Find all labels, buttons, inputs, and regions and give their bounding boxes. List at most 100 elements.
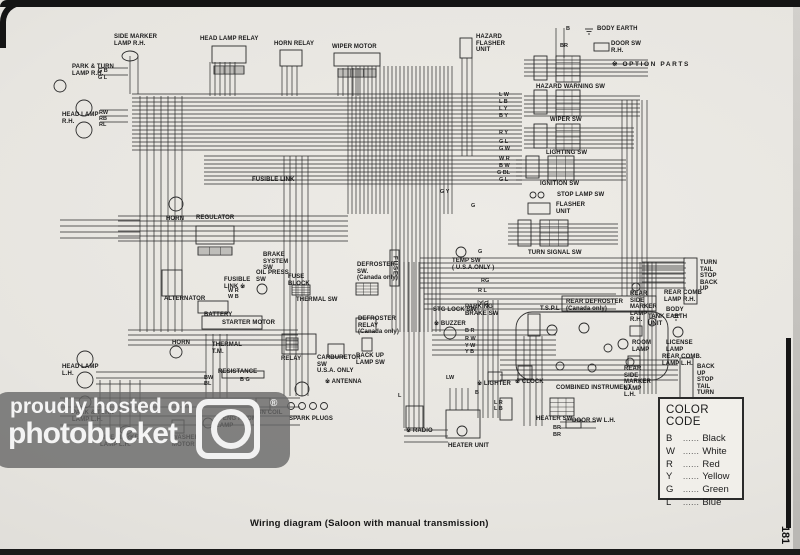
camera-lens-icon (211, 409, 251, 449)
component-label: BATTERY (204, 312, 233, 318)
component-label: HEATER UNIT (448, 443, 489, 449)
component-label: RELAY (281, 356, 302, 362)
wire-color-label: G (471, 203, 476, 209)
wire-color-label: L (398, 393, 402, 399)
scan-right-border (786, 338, 791, 528)
photobucket-watermark: proudly hosted on photobucket ® (0, 392, 290, 468)
component-label: HEAD LAMP L.H. (62, 364, 99, 377)
wire-color-label: L W (499, 92, 509, 98)
component-label: HEAD LAMP R.H. (62, 112, 99, 125)
component-label: HORN (172, 340, 191, 346)
component-label: DEFROSTER SW. (Canada only) (357, 262, 398, 281)
component-label: BACK UP STOP TAIL TURN (697, 364, 715, 396)
component-label: RESISTANCE (218, 369, 258, 375)
component-label: ※ RADIO (406, 428, 433, 434)
wire-color-label: LW (446, 375, 455, 381)
component-label: T.S.P.L (540, 306, 560, 312)
wire-color-label: B (566, 26, 570, 32)
watermark-text-line1: proudly hosted on (10, 395, 194, 418)
wire-color-label: L R (494, 400, 503, 406)
wire-color-label: R Y (499, 130, 509, 136)
registered-trademark-icon: ® (270, 398, 278, 409)
component-label: FUSE BLOCK (288, 274, 310, 287)
wire-color-label: G B (98, 68, 108, 74)
component-label: PARKING BRAKE SW (465, 304, 499, 317)
scan-bottom-border (0, 549, 800, 555)
color-code-row: R ...... Red (666, 458, 720, 470)
component-label: STG LOCK SW (433, 307, 477, 313)
component-label: CARBURETOR SW U.S.A. ONLY (317, 355, 361, 374)
wire-color-label: W R (228, 288, 239, 294)
component-label: TURN SIGNAL SW (528, 250, 582, 256)
wire-color-label: BL (204, 381, 212, 387)
wire-color-label: G L (499, 139, 509, 145)
wire-color-label: BR (560, 43, 568, 49)
component-label: LICENSE LAMP (666, 340, 693, 353)
wire-color-label: R W (465, 336, 476, 342)
component-label: DOOR SW L.H. (572, 418, 616, 424)
page-number: 181 (779, 525, 792, 545)
wire-color-label: L Y (499, 106, 508, 112)
color-code-row: Y ...... Yellow (666, 471, 730, 483)
wire-color-label: R L (478, 288, 487, 294)
component-label: ※ CLOCK (515, 379, 544, 385)
component-label: HAZARD FLASHER UNIT (476, 34, 506, 53)
wire-color-label: L B (499, 99, 508, 105)
component-label: BODY EARTH (666, 307, 688, 320)
component-label: ROOM LAMP (632, 340, 652, 353)
component-label: TEMP SW ( U.S.A.ONLY ) (452, 258, 495, 271)
component-label: STARTER MOTOR (222, 320, 276, 326)
wire-color-label: BW (204, 375, 214, 381)
wire-color-label: B W (499, 163, 510, 169)
component-label: REAR SIDE MARKER LAMP L.H. (624, 366, 651, 398)
component-label: FLASHER UNIT (556, 202, 586, 215)
component-label: REAR COMB. LAMP L.H. (662, 354, 702, 367)
component-label: SIDE MARKER LAMP R.H. (114, 34, 158, 47)
wire-color-label: G BL (497, 170, 511, 176)
component-label: HORN (166, 216, 185, 222)
component-label: FUSE (391, 256, 398, 277)
color-code-row: W ...... White (666, 445, 727, 457)
wire-color-label: RB (99, 116, 107, 122)
wire-color-label: Y W (465, 343, 476, 349)
component-label: ALTERNATOR (164, 296, 206, 302)
camera-icon (196, 399, 260, 459)
wire-color-label: W B (228, 294, 239, 300)
component-label: ※ LIGHTER (477, 381, 511, 387)
component-label: BRAKE SYSTEM SW (263, 252, 289, 271)
wire-color-label: G (478, 249, 483, 255)
wire-color-label: BR (553, 432, 561, 438)
color-code-box: COLOR CODE B ...... Black W ...... White… (658, 397, 744, 508)
color-code-title: COLOR CODE (666, 404, 709, 428)
wire-color-label: W R (499, 156, 510, 162)
component-label: REAR SIDE MARKER LAMP R.H. (630, 291, 657, 323)
color-code-row: G ...... Green (666, 484, 729, 496)
diagram-caption: Wiring diagram (Saloon with manual trans… (250, 518, 489, 529)
wire-color-label: RL (99, 122, 107, 128)
scan-top-border (0, 0, 800, 7)
component-label: ※ BUZZER (434, 321, 466, 327)
component-label: PARK & TURN LAMP R.H. (72, 64, 114, 77)
scan-corner (0, 0, 32, 48)
component-label: ※ ANTENNA (325, 379, 362, 385)
component-label: HORN RELAY (274, 41, 315, 47)
component-label: THERMAL T.M. (212, 342, 243, 355)
wire-color-label: G W (499, 146, 510, 152)
component-label: REAR DEFROSTER (Canada only) (566, 299, 624, 312)
page-right-edge (793, 0, 800, 555)
wire-color-label: B G (240, 377, 250, 383)
wire-color-label: B Y (499, 113, 509, 119)
component-label: TANK UNIT (648, 314, 665, 327)
color-code-row: B ...... Black (666, 433, 726, 444)
component-label: OIL PRESS SW (256, 270, 289, 283)
component-label: HEATER SW (536, 416, 573, 422)
component-label: THERMAL SW (296, 297, 338, 303)
component-label: DOOR SW R.H. (611, 41, 642, 54)
wire-color-label: G L (499, 177, 509, 183)
wire-color-label: RW (99, 110, 109, 116)
wire-color-label: Y G (479, 301, 489, 307)
wire-color-label: B R (465, 328, 475, 334)
component-label: IGNITION SW (540, 181, 580, 187)
